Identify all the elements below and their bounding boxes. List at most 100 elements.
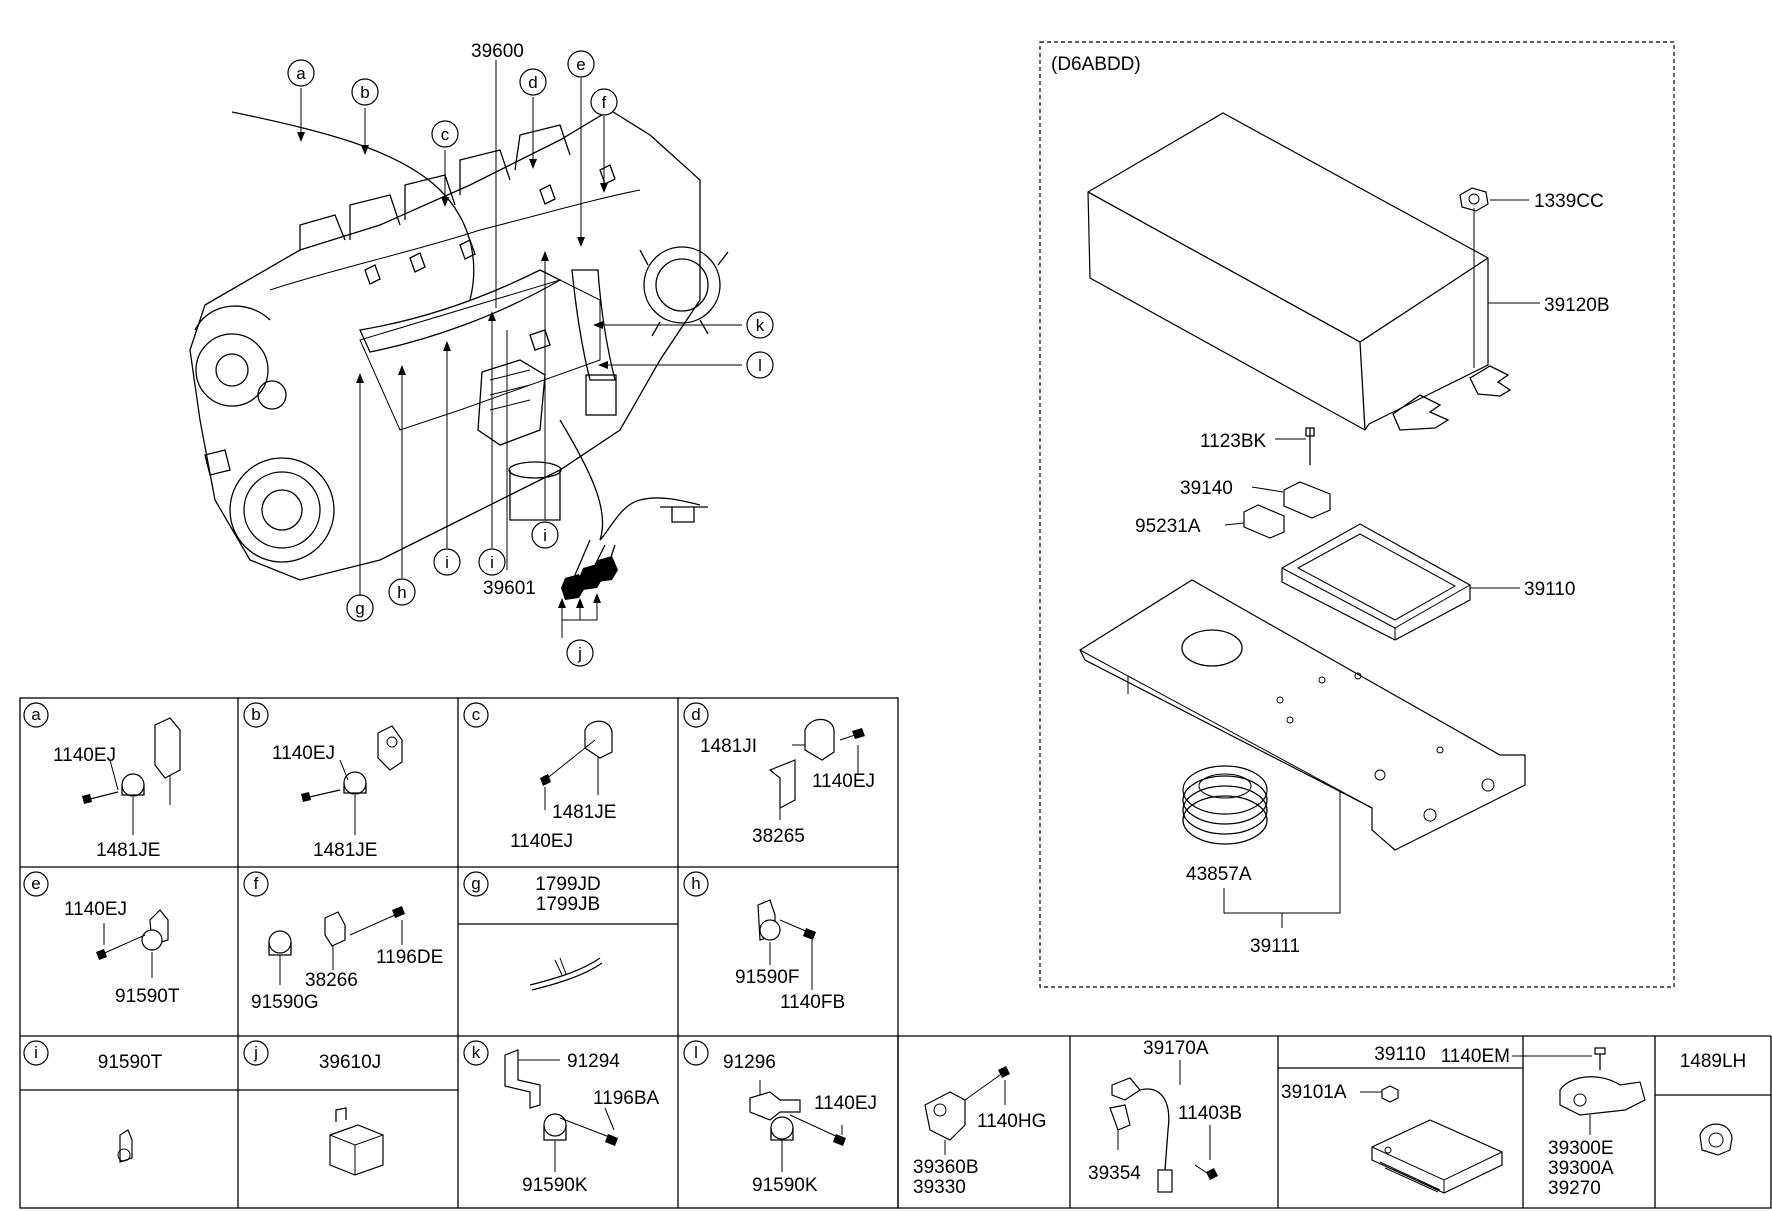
cell-clip-1489lh: 1489LH xyxy=(1680,1051,1747,1156)
svg-text:i: i xyxy=(543,526,547,545)
label-1339cc: 1339CC xyxy=(1534,191,1604,212)
callout-e: e xyxy=(567,50,595,78)
svg-text:h: h xyxy=(397,583,406,602)
svg-text:e: e xyxy=(31,874,40,893)
svg-text:39300A: 39300A xyxy=(1548,1158,1614,1179)
svg-text:1140FB: 1140FB xyxy=(780,992,845,1013)
label-39600: 39600 xyxy=(471,41,524,62)
callout-d: d xyxy=(519,68,547,96)
svg-text:d: d xyxy=(528,73,537,92)
callout-f: f xyxy=(590,88,618,116)
svg-text:l: l xyxy=(758,356,762,375)
svg-text:l: l xyxy=(694,1043,698,1062)
svg-text:39610J: 39610J xyxy=(319,1052,381,1073)
svg-text:1489LH: 1489LH xyxy=(1680,1051,1747,1072)
svg-text:39360B: 39360B xyxy=(913,1157,979,1178)
svg-text:j: j xyxy=(253,1043,258,1062)
svg-text:1481JI: 1481JI xyxy=(700,736,757,757)
svg-text:1140EJ: 1140EJ xyxy=(64,899,127,920)
callout-b: b xyxy=(351,78,379,106)
svg-text:1140EJ: 1140EJ xyxy=(510,831,573,852)
svg-text:91590F: 91590F xyxy=(735,967,799,988)
svg-text:1196BA: 1196BA xyxy=(593,1088,660,1109)
cell-k: k 91294 1196BA 91590K xyxy=(463,1040,660,1196)
svg-text:g: g xyxy=(471,874,480,893)
svg-text:39330: 39330 xyxy=(913,1177,966,1198)
svg-text:i: i xyxy=(490,553,494,572)
cell-e: e 1140EJ 91590T xyxy=(23,871,180,1007)
svg-text:b: b xyxy=(360,83,369,102)
svg-text:91590T: 91590T xyxy=(115,986,180,1007)
svg-text:1481JE: 1481JE xyxy=(313,840,377,861)
label-39140: 39140 xyxy=(1180,478,1233,499)
svg-text:j: j xyxy=(577,644,582,663)
cell-g: g 1799JD 1799JB xyxy=(463,871,603,991)
cell-d: d 1481JI 1140EJ 38265 xyxy=(683,702,875,847)
svg-text:g: g xyxy=(355,599,364,618)
callout-c: c xyxy=(431,120,459,148)
callout-i-2: i xyxy=(478,548,506,576)
cell-j: j 39610J xyxy=(243,1040,384,1176)
svg-text:e: e xyxy=(576,55,585,74)
svg-text:k: k xyxy=(756,316,765,335)
cell-l: l 91296 1140EJ 91590K xyxy=(683,1040,877,1196)
callout-g: g xyxy=(346,594,374,622)
svg-text:h: h xyxy=(691,874,700,893)
svg-text:b: b xyxy=(251,705,260,724)
svg-text:a: a xyxy=(296,64,306,83)
svg-text:91296: 91296 xyxy=(723,1052,776,1073)
svg-text:91590G: 91590G xyxy=(251,992,319,1013)
cell-sensor-39360b: 1140HG 39360B 39330 xyxy=(913,1066,1046,1198)
svg-text:91590K: 91590K xyxy=(522,1175,588,1196)
label-39110: 39110 xyxy=(1524,579,1575,600)
svg-text:1140HG: 1140HG xyxy=(977,1111,1046,1132)
svg-text:1140EJ: 1140EJ xyxy=(53,745,116,766)
label-43857a: 43857A xyxy=(1186,864,1252,885)
svg-text:39110: 39110 xyxy=(1374,1044,1425,1065)
svg-text:f: f xyxy=(254,874,259,893)
cell-h: h 91590F 1140FB xyxy=(683,871,845,1013)
cell-ecu-39110: 39110 39101A xyxy=(1281,1044,1503,1194)
label-39601: 39601 xyxy=(483,578,536,599)
svg-text:1196DE: 1196DE xyxy=(376,947,443,968)
cell-b: b 1140EJ 1481JE xyxy=(243,702,403,861)
svg-text:1481JE: 1481JE xyxy=(96,840,160,861)
label-39120b: 39120B xyxy=(1544,295,1610,316)
svg-text:i: i xyxy=(445,553,449,572)
svg-text:39354: 39354 xyxy=(1088,1163,1141,1184)
svg-text:91590T: 91590T xyxy=(98,1052,163,1073)
svg-text:38265: 38265 xyxy=(752,826,805,847)
svg-text:c: c xyxy=(441,125,450,144)
callout-h: h xyxy=(388,578,416,606)
engine-illustration: a b c d e f k l g h i i i j 39600 39601 xyxy=(189,41,774,667)
label-95231a: 95231A xyxy=(1135,516,1201,537)
callout-k: k xyxy=(746,311,774,339)
svg-text:1140EJ: 1140EJ xyxy=(812,771,875,792)
parts-grid xyxy=(19,697,1772,1209)
svg-text:1799JD: 1799JD xyxy=(535,874,601,895)
callout-i-1: i xyxy=(433,548,461,576)
label-39111: 39111 xyxy=(1250,936,1300,957)
svg-text:91294: 91294 xyxy=(567,1051,620,1072)
svg-text:91590K: 91590K xyxy=(752,1175,818,1196)
svg-text:1481JE: 1481JE xyxy=(552,802,616,823)
svg-text:39270: 39270 xyxy=(1548,1178,1601,1199)
ecu-section: (D6ABDD) 1339CC 39120B 1123BK 39140 9523… xyxy=(1039,41,1675,988)
svg-text:1799JB: 1799JB xyxy=(536,894,600,915)
svg-text:39170A: 39170A xyxy=(1143,1038,1209,1059)
callout-l: l xyxy=(746,351,774,379)
callout-i-3: i xyxy=(531,521,559,549)
svg-text:1140EJ: 1140EJ xyxy=(272,743,335,764)
svg-text:k: k xyxy=(472,1043,481,1062)
svg-text:39101A: 39101A xyxy=(1281,1082,1347,1103)
label-1123bk: 1123BK xyxy=(1200,431,1267,452)
svg-text:1140EJ: 1140EJ xyxy=(814,1093,877,1114)
svg-text:a: a xyxy=(31,705,41,724)
svg-text:d: d xyxy=(691,705,700,724)
cell-sensor-39170a: 39170A 11403B 39354 xyxy=(1088,1038,1242,1193)
cell-c: c 1481JE 1140EJ xyxy=(463,702,616,852)
svg-text:c: c xyxy=(472,705,481,724)
cell-i: i 91590T xyxy=(23,1040,163,1163)
cell-sensor-39300e: 1140EM 39300E 39300A 39270 xyxy=(1441,1046,1646,1199)
